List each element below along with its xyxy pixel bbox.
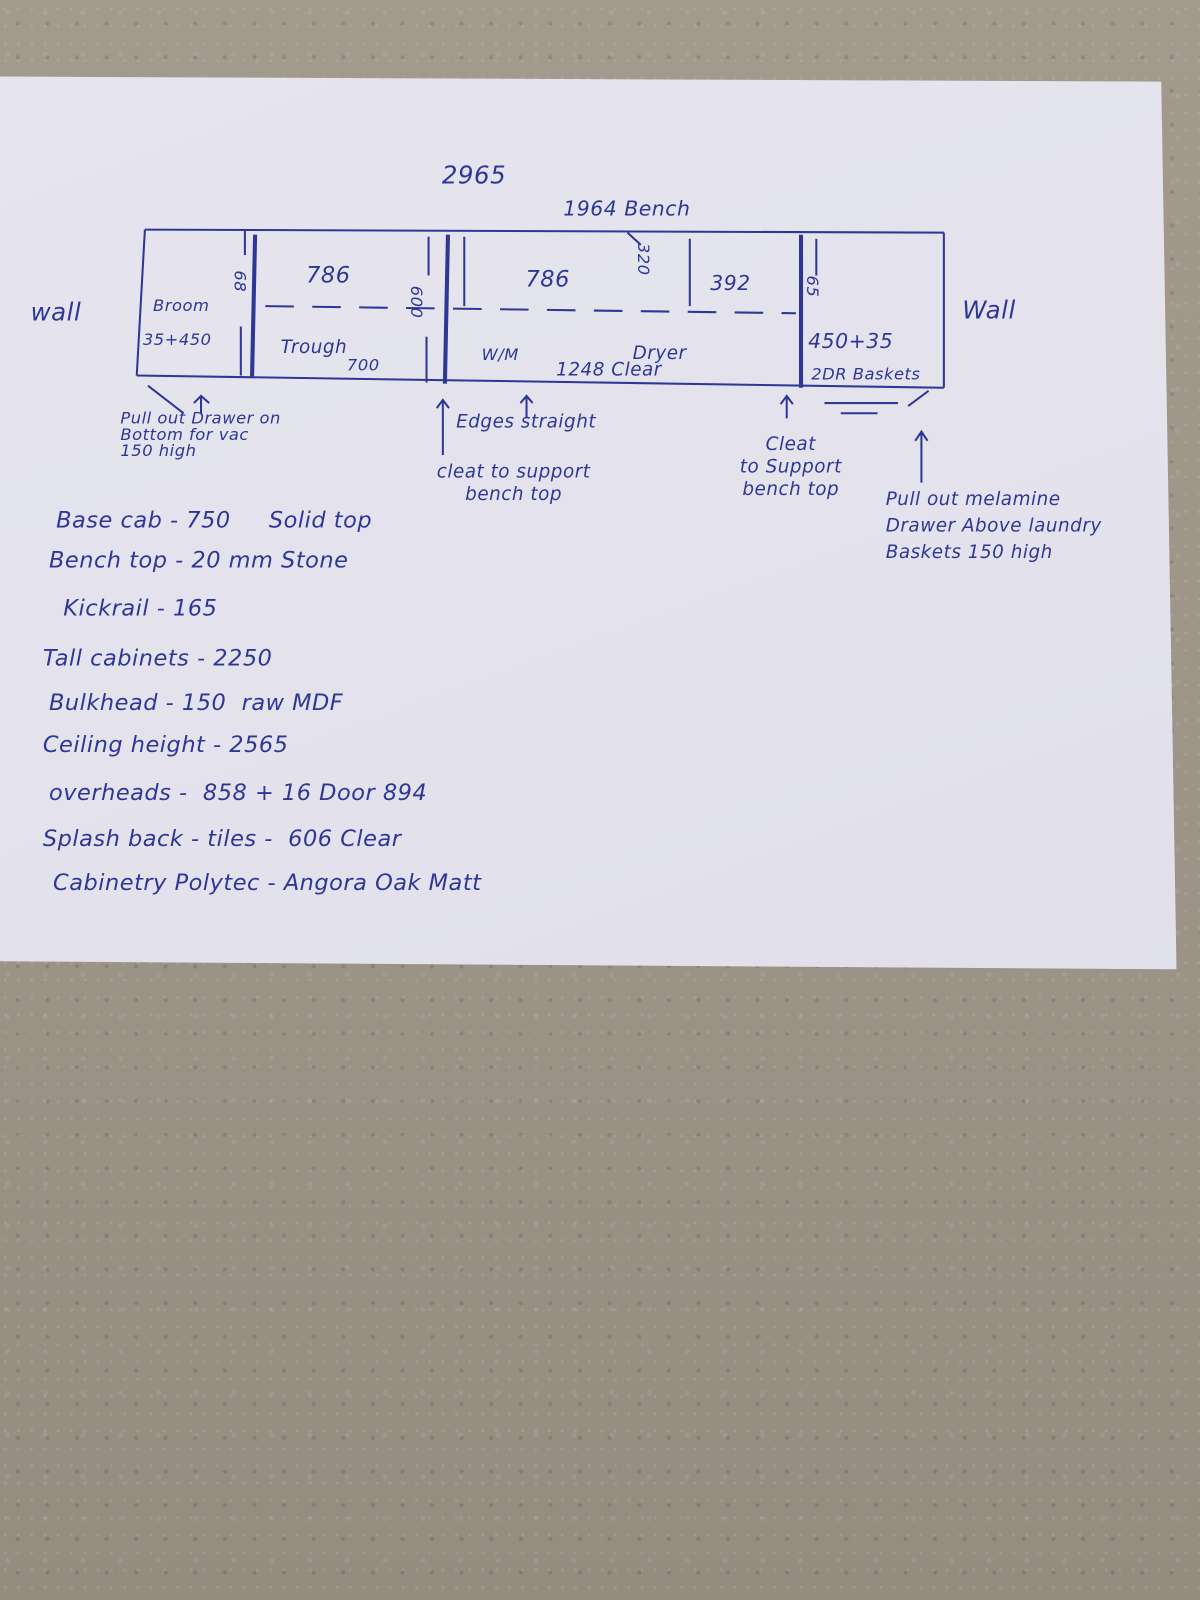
end-space-width: 392	[710, 270, 751, 295]
dryer-gap: 320	[633, 242, 654, 276]
spec-item: Bulkhead - 150 raw MDF	[48, 690, 344, 717]
cleat-right-note: Cleat to Support bench top	[739, 433, 842, 500]
washer-width: 786	[525, 267, 570, 293]
broom-drawer-note: Pull out Drawer on Bottom for vac 150 hi…	[120, 408, 281, 461]
broom-gap: 68	[230, 270, 250, 293]
arrows	[147, 231, 930, 483]
trough-size: 700	[346, 355, 380, 375]
washer-label: W/M	[481, 344, 519, 365]
spec-item: overheads - 858 + 16 Door 894	[48, 780, 428, 807]
spec-item: Base cab - 750 Solid top	[56, 508, 373, 534]
spec-item: Splash back - tiles - 606 Clear	[42, 826, 402, 853]
broom-label: Broom	[153, 295, 210, 316]
trough-label: Trough	[280, 336, 348, 359]
spec-item: Cabinetry Polytec - Angora Oak Matt	[53, 870, 482, 896]
tall-right-baskets: 2DR Baskets	[811, 364, 921, 384]
spec-item: Tall cabinets - 2250	[42, 645, 273, 672]
tall-right-size: 450+35	[808, 328, 894, 354]
overall-width-label: 2965	[441, 161, 507, 190]
edges-note: Edges straight	[456, 411, 597, 433]
bench-length-label: 1964 Bench	[563, 195, 691, 221]
spec-item: Kickrail - 165	[63, 595, 218, 622]
cabinet-dividers	[249, 234, 804, 388]
tall-right-gap: 65	[803, 275, 823, 298]
cleat-mid-note: cleat to support bench top	[436, 461, 591, 506]
broom-size: 35+450	[142, 329, 212, 349]
trough-width: 786	[306, 263, 351, 289]
melamine-drawer-note: Pull out melamine Drawer Above laundry B…	[885, 488, 1102, 564]
trough-gap: 600	[407, 285, 427, 319]
gap-lines	[239, 230, 818, 383]
dashed-bench-line	[265, 305, 796, 315]
wall-right-label: Wall	[962, 295, 1016, 325]
spec-item: Ceiling height - 2565	[42, 732, 289, 759]
spec-item: Bench top - 20 mm Stone	[48, 547, 349, 574]
dryer-label: Dryer	[632, 342, 687, 365]
cabinet-outline	[135, 228, 945, 389]
wall-left-label: wall	[30, 297, 82, 327]
dryer-clear: 1248 Clear	[556, 359, 662, 381]
